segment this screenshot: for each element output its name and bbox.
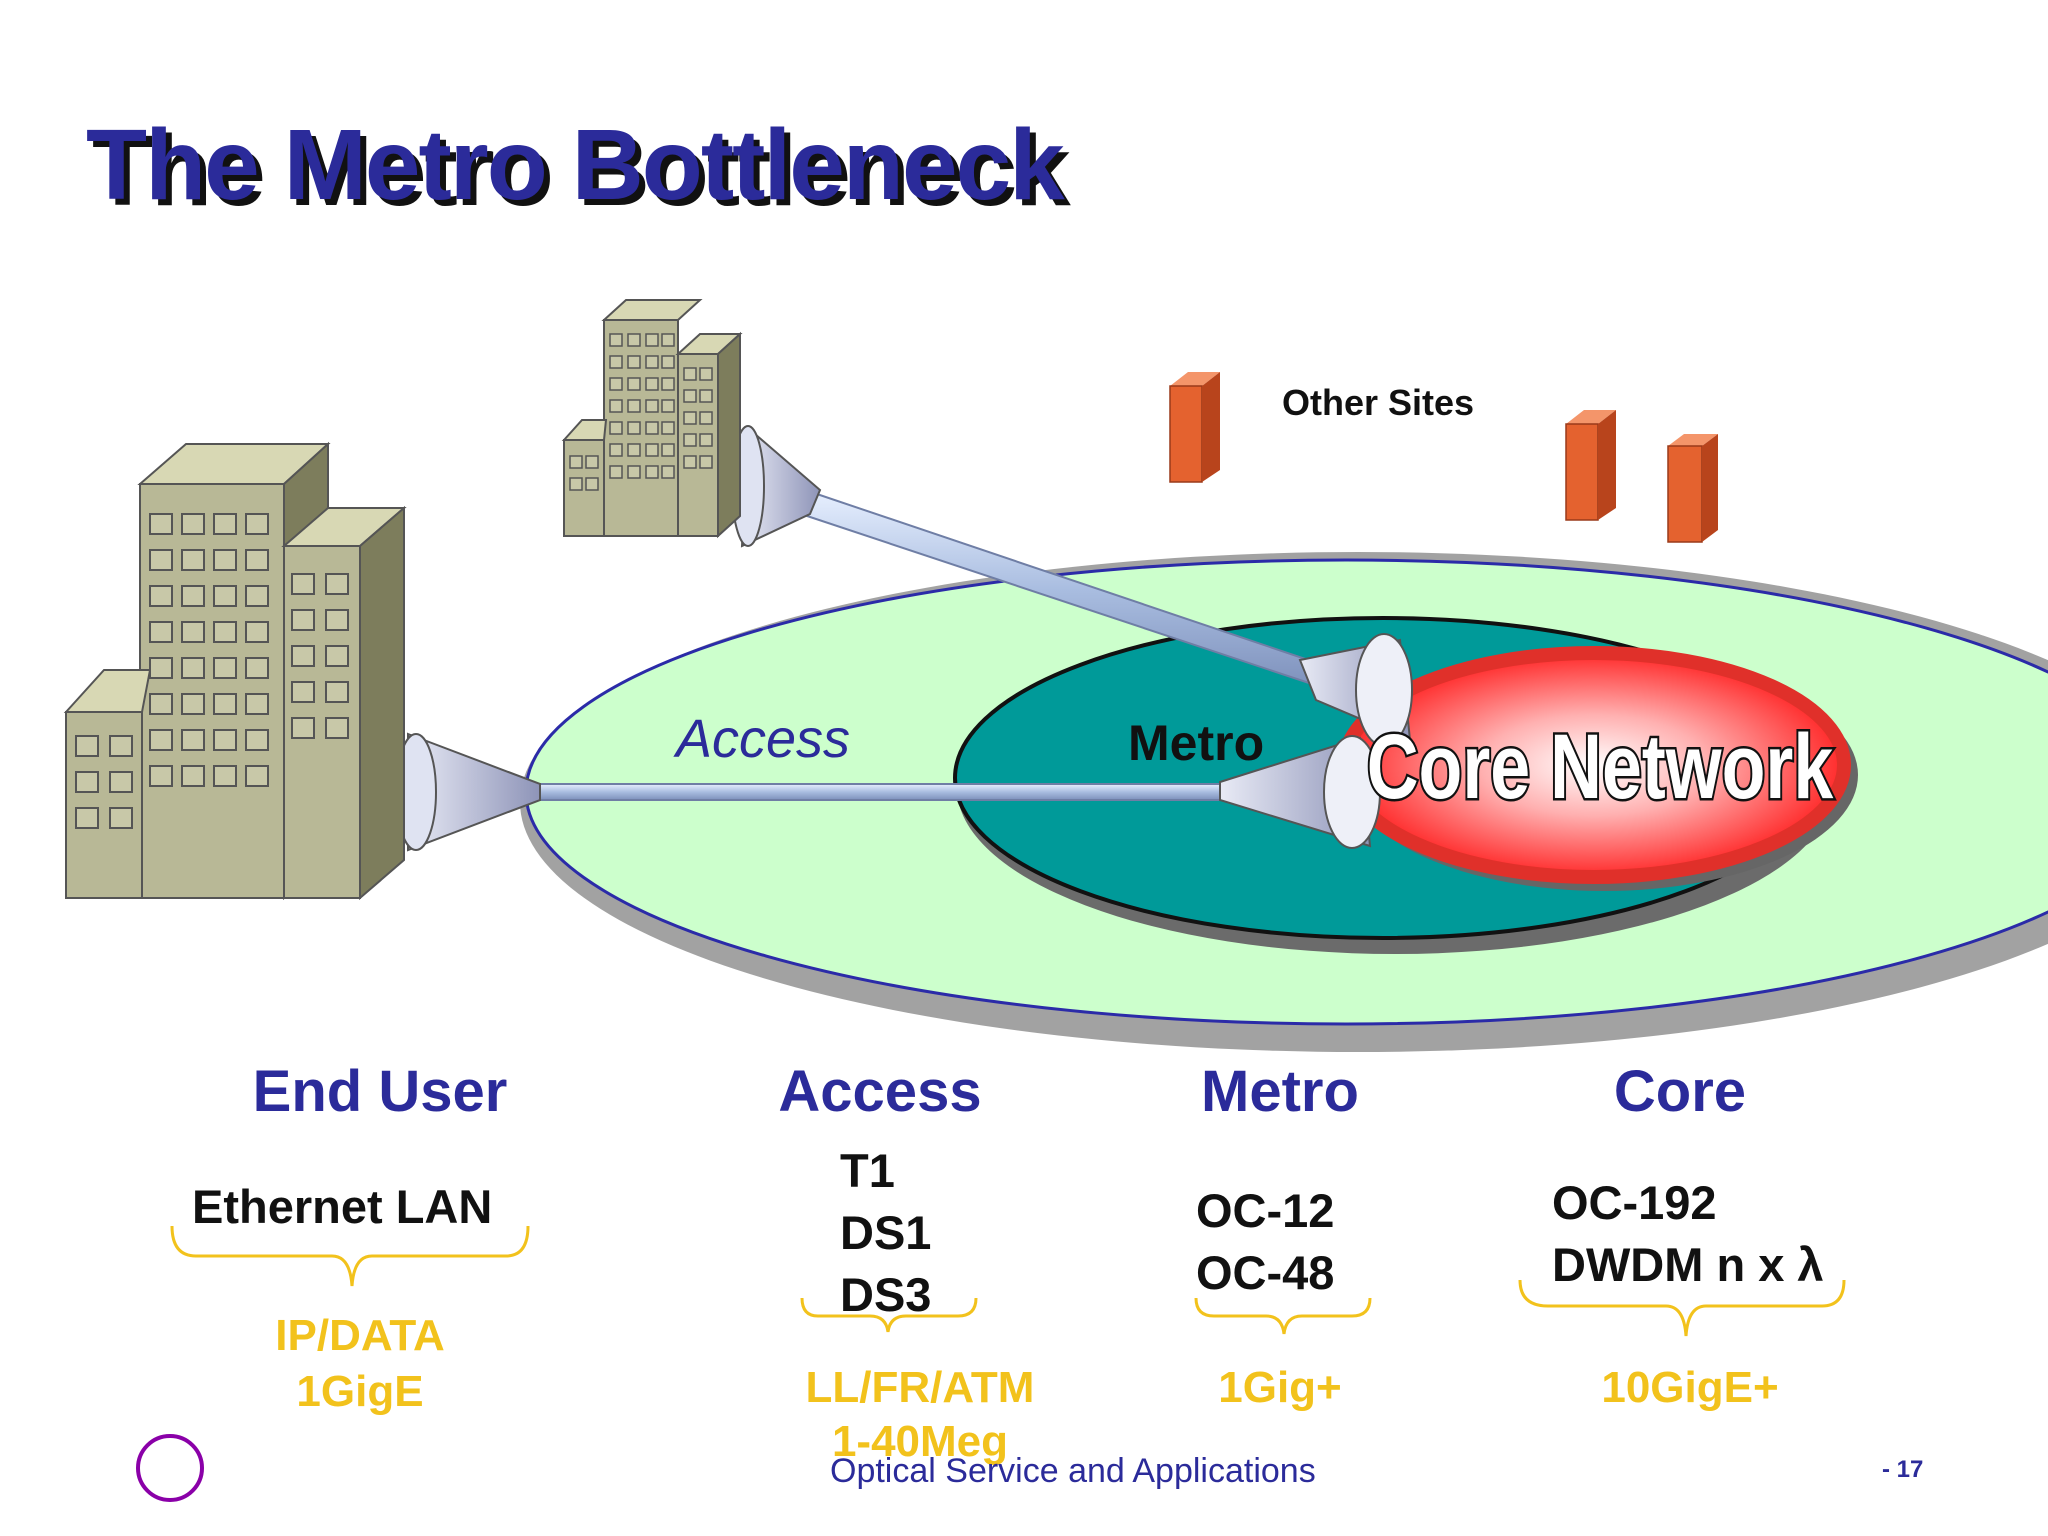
core-item-dwdm: DWDM n x λ (1552, 1238, 1824, 1291)
metro-item-oc-12: OC-12 (1196, 1184, 1335, 1237)
slide-title: The Metro Bottleneck (86, 109, 1065, 221)
access-building (561, 299, 743, 539)
core-network-label: Core Network (1367, 715, 1834, 818)
other-site-building-2 (1565, 410, 1616, 521)
access-item-ds3: DS3 (840, 1268, 932, 1321)
page-number: - 17 (1882, 1456, 1924, 1483)
access-item-ds1: DS1 (840, 1206, 932, 1259)
core-bottom-10gige-plus: 10GigE+ (1601, 1363, 1779, 1412)
brace-core (1518, 1279, 1846, 1337)
column-heading-end-user: End User (252, 1059, 508, 1124)
access-bottom-ll-fr-atm: LL/FR/ATM (805, 1363, 1035, 1412)
access-bottom-1-40meg: 1-40Meg (831, 1417, 1009, 1466)
brace-access (800, 1297, 978, 1333)
column-heading-core: Core (1613, 1059, 1747, 1124)
end-user-item-ethernet-lan: Ethernet LAN (192, 1180, 493, 1233)
connector-horn-end-user (395, 732, 541, 852)
column-heading-metro: Metro (1201, 1059, 1359, 1124)
metro-item-oc-48: OC-48 (1196, 1246, 1335, 1299)
connector-horn-core-upper (1298, 633, 1413, 747)
end-user-bottom-1gige: 1GigE (296, 1367, 424, 1416)
brace-metro (1194, 1297, 1372, 1335)
other-site-building-3 (1667, 434, 1718, 543)
core-ring (1337, 646, 1858, 891)
metro-bottom-1gig-plus: 1Gig+ (1218, 1363, 1342, 1412)
access-building-windows (569, 333, 713, 491)
column-heading-access: Access (778, 1059, 982, 1124)
access-ring-label: Access (676, 709, 851, 769)
access-item-t1: T1 (840, 1144, 895, 1197)
footer-text: Optical Service and Applications (830, 1452, 1316, 1490)
brace-end-user (170, 1225, 530, 1287)
metro-ring-label: Metro (1128, 715, 1265, 771)
other-site-building-1 (1169, 372, 1220, 483)
fiber-link-lower (519, 783, 1231, 801)
other-sites-label: Other Sites (1282, 382, 1475, 423)
connector-horn-building-2 (731, 425, 822, 548)
circle-logo-icon (136, 1434, 204, 1502)
core-item-oc-192: OC-192 (1552, 1176, 1717, 1229)
connector-horn-core-lower (1219, 735, 1381, 849)
end-user-building-windows (75, 513, 349, 829)
end-user-bottom-ip-data: IP/DATA (275, 1311, 445, 1360)
